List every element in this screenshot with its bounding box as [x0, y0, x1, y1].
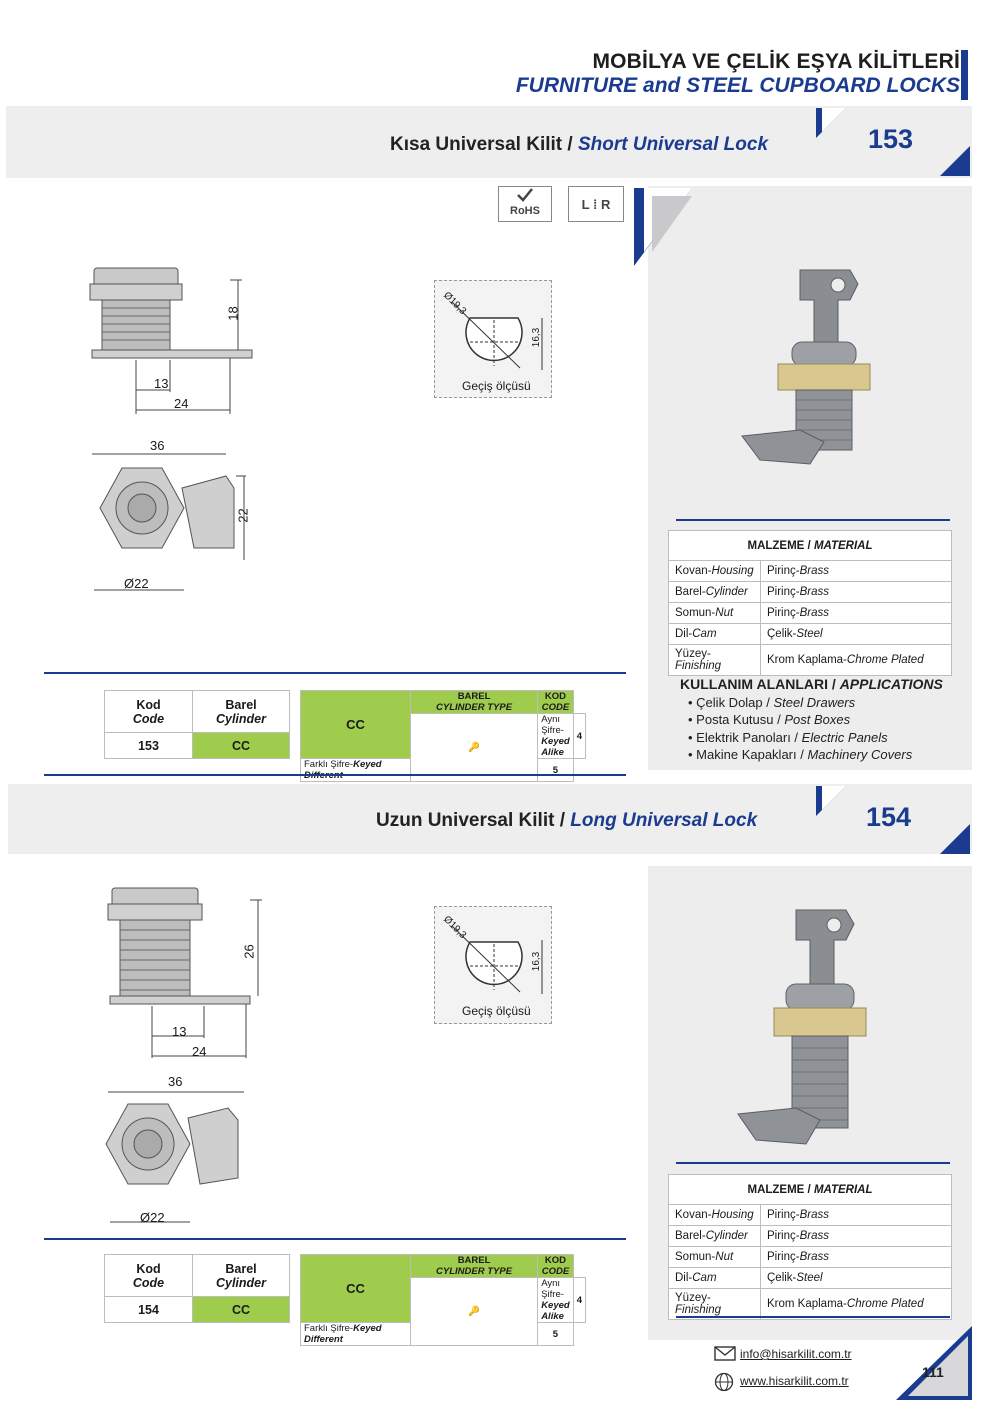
list-item: • Çelik Dolap / Steel Drawers [688, 694, 856, 710]
dim-height: 26 [241, 944, 257, 959]
cutout-diagram [451, 301, 543, 370]
header-title-tr: MOBİLYA VE ÇELİK EŞYA KİLİTLERİ [592, 50, 960, 73]
key-thumbnail-icon: 🔑 [409, 713, 539, 782]
section1-corner-decor [816, 108, 970, 176]
rohs-check-icon [517, 188, 533, 202]
section1-top-drawing [92, 453, 246, 591]
header-title-en: FURNITURE and STEEL CUPBOARD LOCKS [515, 74, 960, 97]
cutout-label: Geçiş ölçüsü [462, 379, 531, 393]
material-header: MALZEME / MATERIAL [668, 530, 952, 561]
applications-header: KULLANIM ALANLARI / APPLICATIONS [680, 676, 943, 692]
rohs-icon: RoHS [498, 186, 552, 222]
dim-side: 22 [235, 508, 251, 523]
material-rule [676, 519, 950, 521]
lock-product-image [741, 269, 871, 465]
dim-width: 36 [168, 1074, 183, 1089]
cutout-diagram [451, 925, 543, 994]
section2-side-drawing [107, 887, 262, 1058]
code-rule-top [44, 1238, 626, 1240]
dim-height: 18 [225, 306, 241, 321]
section1-title: Kısa Universal Kilit / Short Universal L… [390, 134, 769, 155]
key-thumbnail-icon: 🔑 [409, 1277, 539, 1346]
list-item: • Posta Kutusu / Post Boxes [688, 712, 851, 727]
globe-icon [714, 1372, 734, 1392]
applications-list: KULLANIM ALANLARI / APPLICATIONS • Çelik… [680, 676, 943, 764]
page-corner-decor [896, 1326, 972, 1400]
section2-top-drawing [105, 1091, 244, 1223]
section2-title: Uzun Universal Kilit / Long Universal Lo… [376, 810, 758, 831]
lock-product-image [737, 909, 867, 1145]
cutout-flat: 16,3 [531, 327, 543, 348]
list-item: • Elektrik Panoları / Electric Panels [688, 729, 888, 745]
section1-number: 153 [868, 124, 914, 154]
section1-band [6, 106, 972, 178]
dim-a: 13 [154, 376, 169, 391]
section2-band [8, 784, 972, 854]
left-right-icon: L ⁞ R [568, 186, 624, 222]
website-link[interactable]: www.hisarkilit.com.tr [740, 1374, 849, 1388]
dim-b: 24 [192, 1044, 207, 1059]
cutout-label: Geçiş ölçüsü [462, 1004, 531, 1018]
cutout-flat: 16,3 [531, 951, 543, 972]
dim-diameter: Ø22 [140, 1210, 165, 1225]
email-link[interactable]: info@hisarkilit.com.tr [740, 1347, 852, 1361]
material-header: MALZEME / MATERIAL [668, 1174, 952, 1205]
section1-panel-decor [634, 188, 692, 266]
section2-corner-decor [816, 786, 970, 854]
header-accent-bar [961, 50, 968, 100]
email-icon [714, 1346, 736, 1361]
section2-number: 154 [866, 802, 912, 832]
page-header: MOBİLYA VE ÇELİK EŞYA KİLİTLERİ FURNITUR… [516, 50, 960, 98]
code-rule-top [44, 672, 626, 674]
dim-width: 36 [150, 438, 165, 453]
section1-side-drawing [89, 267, 253, 414]
material-rule [676, 1162, 950, 1164]
dim-b: 24 [174, 396, 189, 411]
list-item: • Makine Kapakları / Machinery Covers [688, 747, 913, 762]
code-rule-bottom [44, 774, 626, 776]
material-rule-bottom [676, 1316, 950, 1318]
page-number: 111 [922, 1364, 944, 1380]
dim-diameter: Ø22 [124, 576, 149, 591]
dim-a: 13 [172, 1024, 187, 1039]
